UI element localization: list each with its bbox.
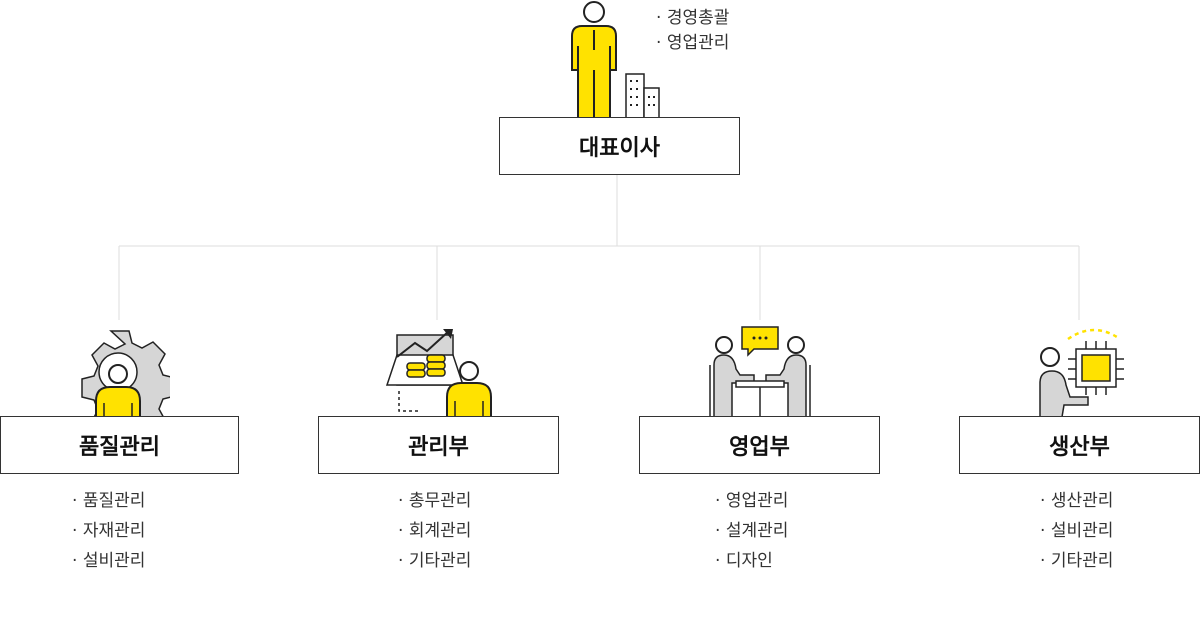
duty-item: 기타관리 [1040,546,1114,576]
dept-title: 관리부 [408,435,469,460]
duty-item: 기타관리 [398,546,472,576]
duty-item: 영업관리 [715,486,789,516]
ceo-duties: 경영총괄 영업관리 [656,6,730,56]
ceo-title: 대표이사 [579,136,660,161]
ceo-duty: 경영총괄 [656,6,730,31]
dept-title: 품질관리 [79,435,160,460]
dept-duties-production: 생산관리 설비관리 기타관리 [1040,486,1114,576]
finance-person-icon [385,329,492,417]
duty-item: 디자인 [715,546,788,576]
duty-item: 회계관리 [398,516,472,546]
duty-item: 설비관리 [1040,516,1114,546]
dept-box-admin: 관리부 [318,416,559,474]
gear-person-icon [81,330,170,417]
dept-duties-sales: 영업관리 설계관리 디자인 [715,486,789,576]
meeting-icon [709,326,811,417]
duty-item: 총무관리 [398,486,472,516]
duty-item: 생산관리 [1040,486,1114,516]
dept-duties-quality: 품질관리 자재관리 설비관리 [72,486,146,576]
duty-item: 품질관리 [72,486,146,516]
dept-duties-admin: 총무관리 회계관리 기타관리 [398,486,472,576]
dept-title: 영업부 [729,435,790,460]
ceo-duty: 영업관리 [656,31,730,56]
chip-person-icon [1039,328,1124,417]
ceo-person-icon [571,1,660,118]
dept-box-production: 생산부 [959,416,1200,474]
ceo-box: 대표이사 [499,117,740,175]
dept-box-quality: 품질관리 [0,416,239,474]
duty-item: 자재관리 [72,516,146,546]
dept-title: 생산부 [1049,435,1110,460]
duty-item: 설비관리 [72,546,146,576]
duty-item: 설계관리 [715,516,789,546]
dept-box-sales: 영업부 [639,416,880,474]
